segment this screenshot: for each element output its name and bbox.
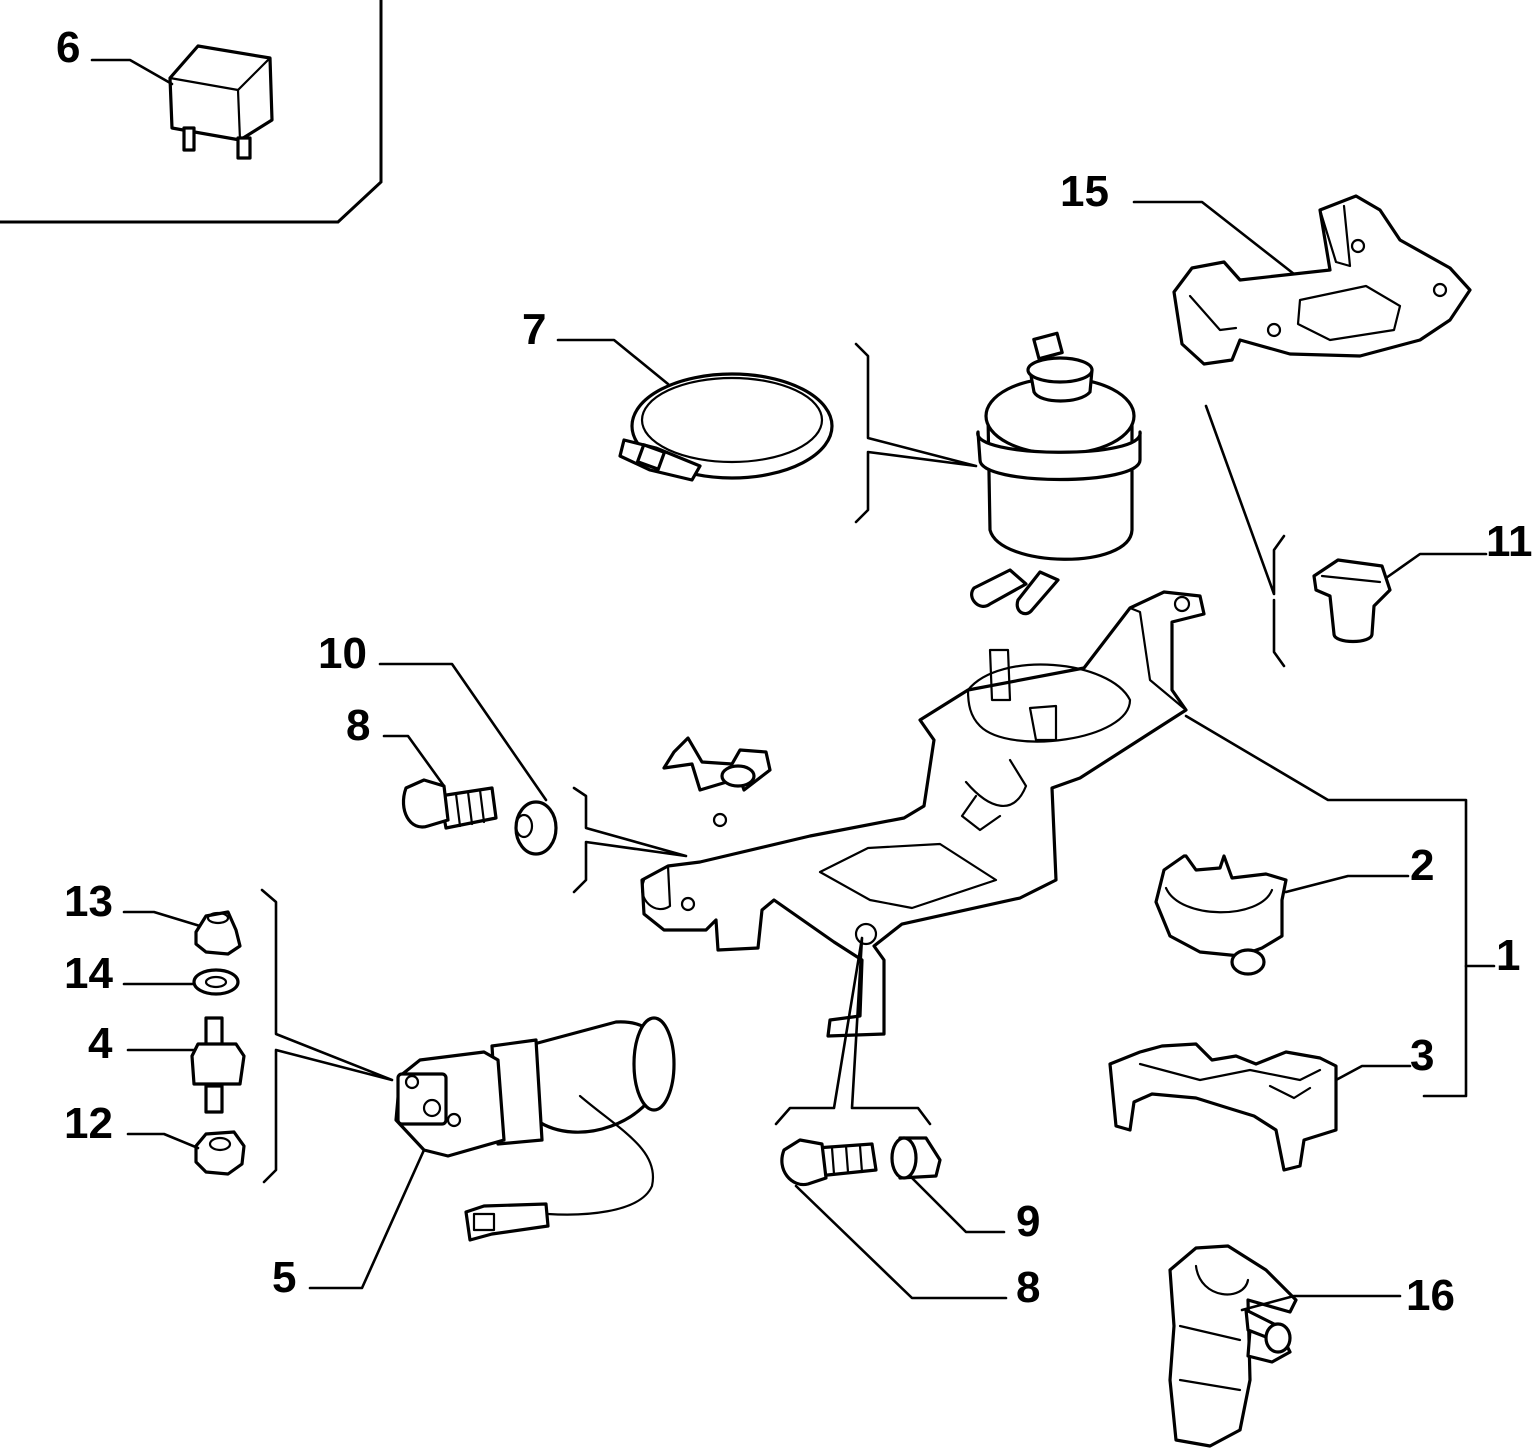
pump-5-part <box>308 1016 676 1290</box>
group-bracket-7 <box>854 342 978 524</box>
callout-11: 11 <box>1486 517 1533 566</box>
reservoir-part <box>970 331 1142 616</box>
group-bracket-8-9 <box>774 936 932 1126</box>
hose-clamp-part <box>556 338 834 482</box>
callout-10: 10 <box>318 629 367 678</box>
group-bracket-11 <box>1204 404 1286 668</box>
callout-14: 14 <box>64 949 113 998</box>
callout-16: 16 <box>1406 1271 1455 1320</box>
bolt-8-bottom-part <box>780 1138 1008 1300</box>
callout-2: 2 <box>1410 841 1434 890</box>
relay-part <box>90 44 274 160</box>
holder-bracket-part <box>1108 1042 1412 1172</box>
callout-1: 1 <box>1496 931 1520 980</box>
grommet-10-part <box>378 662 558 856</box>
clamp-bracket-part <box>1154 854 1410 976</box>
sensor-4-part <box>126 1016 246 1114</box>
group-bracket-8-10 <box>572 786 688 894</box>
callout-5: 5 <box>272 1253 296 1302</box>
callout-6: 6 <box>56 23 80 72</box>
cap-13-part <box>122 910 242 956</box>
bolt-8-top-part <box>382 734 498 830</box>
washer-9-part <box>890 1136 1006 1234</box>
callout-15: 15 <box>1060 167 1109 216</box>
callout-4: 4 <box>88 1019 113 1068</box>
callout-12: 12 <box>64 1099 113 1148</box>
callout-7: 7 <box>522 305 546 354</box>
bracket-plate-part <box>1132 194 1472 366</box>
callout-13: 13 <box>64 877 113 926</box>
callout-9: 9 <box>1016 1197 1040 1246</box>
callout-8-bottom: 8 <box>1016 1263 1040 1312</box>
callout-8-top: 8 <box>346 701 370 750</box>
washer-14-part <box>122 968 240 996</box>
inset-frame <box>0 0 383 224</box>
pipe-holder-16-part <box>1168 1244 1402 1448</box>
callout-3: 3 <box>1410 1031 1434 1080</box>
group-bracket-pump <box>260 888 394 1184</box>
clip-part <box>1312 552 1488 644</box>
nut-12-part <box>126 1130 246 1176</box>
support-frame-part <box>640 590 1496 1098</box>
